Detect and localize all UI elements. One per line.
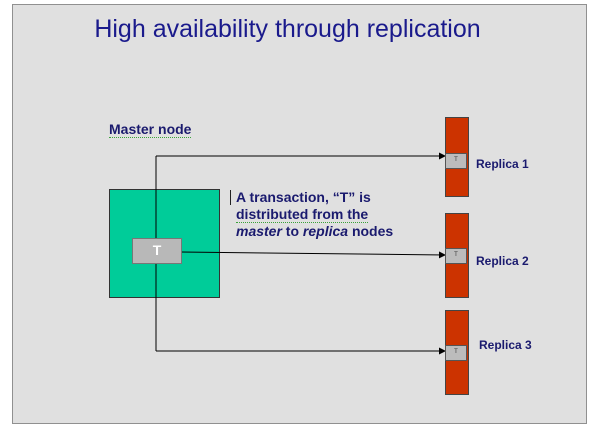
replica-2-transaction-t: T	[445, 248, 467, 264]
arrow-to-replica-2	[180, 251, 446, 259]
replica-3-label: Replica 3	[479, 338, 532, 352]
description-line-1: A transaction, “T” is	[236, 189, 371, 205]
replica-1-transaction-t: T	[445, 153, 467, 169]
description-nodes-word: nodes	[348, 223, 394, 239]
description-line-2: distributed from the	[236, 206, 369, 223]
description-replica-word: replica	[302, 223, 349, 239]
text-cursor-bar	[230, 190, 231, 205]
transaction-description: A transaction, “T” is distributed from t…	[236, 189, 393, 240]
title-text: High availability through replication	[94, 15, 481, 43]
distribution-arrows	[155, 152, 446, 355]
description-to-word: to	[281, 223, 303, 239]
master-transaction-t: T	[132, 238, 182, 264]
replica-3-transaction-t: T	[445, 345, 467, 361]
description-line-3: master to replica nodes	[236, 223, 393, 240]
description-master-word: master	[236, 223, 282, 239]
slide-canvas: High availability through replication Ma…	[12, 4, 587, 424]
slide-title: High availability through replication	[13, 15, 588, 44]
replica-2-label: Replica 2	[476, 254, 529, 268]
master-node-label: Master node	[109, 121, 192, 138]
replica-1-label: Replica 1	[476, 157, 529, 171]
